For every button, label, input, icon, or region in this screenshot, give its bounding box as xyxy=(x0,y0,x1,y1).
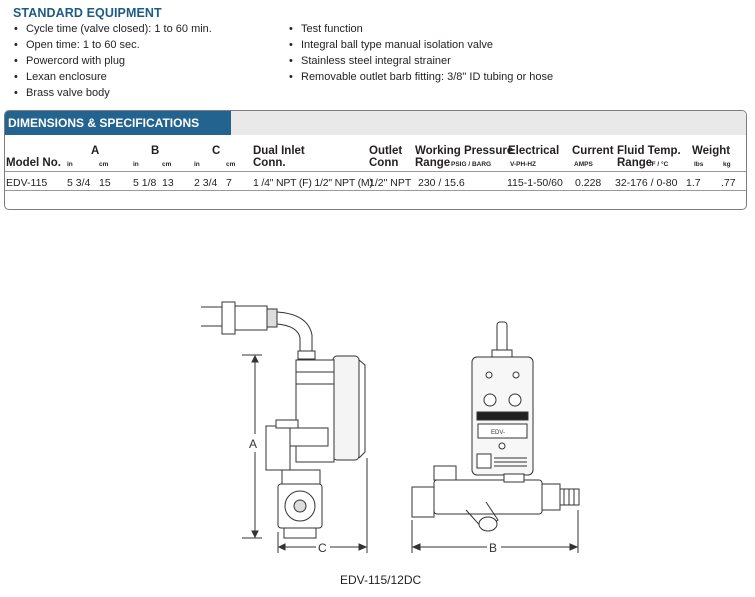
list-item: Lexan enclosure xyxy=(13,69,212,85)
panel-model-label: EDV- xyxy=(491,430,505,436)
dimension-a-label: A xyxy=(249,437,257,451)
header-model: Model No. xyxy=(6,157,61,169)
header-fluid-temp: Fluid Temp. xyxy=(617,145,681,157)
cell-electrical: 115-1-50/60 xyxy=(507,177,563,189)
unit-cm: cm xyxy=(226,161,236,168)
list-item: Test function xyxy=(288,21,553,37)
header-weight: Weight xyxy=(692,145,731,157)
unit-kg: kg xyxy=(723,161,731,168)
unit-in: in xyxy=(67,161,73,168)
list-item: Cycle time (valve closed): 1 to 60 min. xyxy=(13,21,212,37)
list-item: Open time: 1 to 60 sec. xyxy=(13,37,212,53)
dimension-a-line xyxy=(242,354,262,539)
cell-inlet: 1 /4" NPT (F) 1/2" NPT (M) xyxy=(253,177,373,189)
cell-kg: .77 xyxy=(721,177,736,189)
equipment-list-left: Cycle time (valve closed): 1 to 60 min. … xyxy=(13,21,212,101)
header-divider xyxy=(5,171,746,172)
standard-equipment-title: STANDARD EQUIPMENT xyxy=(13,6,162,20)
unit-in: in xyxy=(194,161,200,168)
cell-fluid: 32-176 / 0-80 xyxy=(615,177,678,189)
header-current: Current xyxy=(572,145,614,157)
cell-c-cm: 7 xyxy=(226,177,232,189)
header-fluid-range: Range xyxy=(617,157,653,169)
header-b: B xyxy=(151,145,160,157)
header-outlet: Outlet xyxy=(369,145,403,157)
cell-a-in: 5 3/4 xyxy=(67,177,91,189)
cell-c-in: 2 3/4 xyxy=(194,177,218,189)
header-outlet-conn: Conn xyxy=(369,157,399,169)
front-view-drawing xyxy=(411,321,580,532)
unit-cm: cm xyxy=(162,161,172,168)
list-item: Stainless steel integral strainer xyxy=(288,53,553,69)
dimension-c-line xyxy=(277,458,368,553)
unit-amps: AMPS xyxy=(574,161,593,168)
dimension-b-label: B xyxy=(489,541,497,555)
cell-a-cm: 15 xyxy=(99,177,111,189)
list-item: Integral ball type manual isolation valv… xyxy=(288,37,553,53)
unit-in: in xyxy=(133,161,139,168)
cell-lbs: 1.7 xyxy=(686,177,701,189)
specifications-table: DIMENSIONS & SPECIFICATIONS A B C Dual I… xyxy=(4,110,747,210)
header-c: C xyxy=(212,145,221,157)
unit-f-c: °F / °C xyxy=(649,161,669,168)
cell-b-in: 5 1/8 xyxy=(133,177,157,189)
list-item: Removable outlet barb fitting: 3/8" ID t… xyxy=(288,69,553,85)
header-working-pressure: Working Pressure xyxy=(415,145,514,157)
unit-psig-barg: PSIG / BARG xyxy=(451,161,492,168)
list-item: Brass valve body xyxy=(13,85,212,101)
header-dual-inlet-conn: Conn. xyxy=(253,157,286,169)
equipment-list-right: Test function Integral ball type manual … xyxy=(288,21,553,85)
cell-model: EDV-115 xyxy=(6,177,48,189)
header-working-range: Range xyxy=(415,157,451,169)
unit-cm: cm xyxy=(99,161,109,168)
header-a: A xyxy=(91,145,100,157)
power-plug-drawing xyxy=(201,301,316,360)
cell-outlet: 1/2" NPT xyxy=(369,177,412,189)
side-view-drawing xyxy=(265,355,366,539)
dimension-c-label: C xyxy=(318,541,327,555)
cell-current: 0.228 xyxy=(575,177,602,189)
unit-lbs: lbs xyxy=(694,161,704,168)
row-divider xyxy=(5,190,746,191)
dimension-b-line xyxy=(411,510,579,553)
cell-pressure: 230 / 15.6 xyxy=(418,177,465,189)
list-item: Powercord with plug xyxy=(13,53,212,69)
specifications-title: DIMENSIONS & SPECIFICATIONS xyxy=(5,111,231,135)
header-electrical: Electrical xyxy=(508,145,560,157)
drawing-caption: EDV-115/12DC xyxy=(340,573,422,587)
unit-v-ph-hz: V-PH-HZ xyxy=(510,161,536,168)
header-dual-inlet: Dual Inlet xyxy=(253,145,305,157)
cell-b-cm: 13 xyxy=(162,177,174,189)
title-band xyxy=(231,111,746,135)
